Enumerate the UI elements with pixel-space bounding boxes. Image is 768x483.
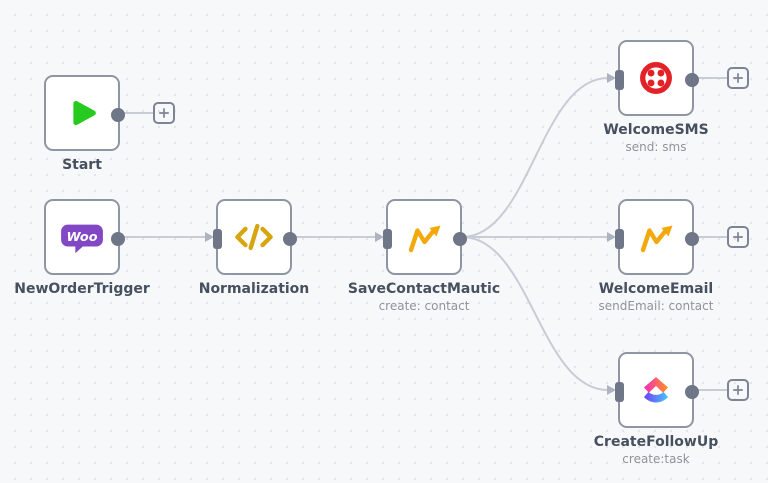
node-create-follow-up: CreateFollowUp create:task (594, 352, 749, 466)
plus-connector-line (120, 112, 153, 114)
node-box[interactable] (615, 199, 699, 275)
edge-arrowhead (607, 385, 616, 395)
add-node-button[interactable] (153, 102, 175, 124)
plus-icon (733, 232, 743, 242)
edge-arrowhead (375, 232, 384, 242)
node-normalization: Normalization (199, 199, 309, 297)
play-icon (63, 94, 101, 132)
woocommerce-icon: Woo (59, 218, 105, 256)
node-label: Start (62, 157, 102, 173)
input-port[interactable] (615, 70, 624, 90)
clickup-icon (643, 376, 669, 403)
twilio-icon (637, 59, 675, 97)
node-label: NewOrderTrigger (14, 281, 150, 297)
node-start: Start (44, 75, 175, 173)
node-box[interactable] (615, 40, 699, 116)
mautic-icon (636, 219, 676, 255)
edge-arrowhead (607, 232, 616, 242)
node-welcome-email: WelcomeEmail sendEmail: contact (599, 199, 749, 313)
output-port[interactable] (111, 232, 125, 246)
node-box[interactable] (615, 352, 699, 428)
input-port[interactable] (615, 382, 624, 402)
input-port[interactable] (615, 229, 624, 249)
plus-connector-line (694, 236, 727, 238)
output-port[interactable] (453, 232, 467, 246)
output-port[interactable] (685, 232, 699, 246)
add-node-button[interactable] (727, 379, 749, 401)
code-icon (232, 218, 276, 256)
plus-icon (733, 73, 743, 83)
output-port[interactable] (685, 73, 699, 87)
node-label: SaveContactMautic (347, 281, 501, 297)
edge-arrowhead (607, 73, 616, 83)
clickup-icon (638, 370, 674, 411)
plus-connector-line (694, 389, 727, 391)
input-port[interactable] (383, 229, 392, 249)
mautic-icon (640, 225, 673, 253)
woocommerce-icon: Woo (61, 224, 103, 254)
node-subtitle: send: sms (625, 140, 687, 154)
plus-icon (159, 108, 169, 118)
node-label: WelcomeSMS (603, 122, 709, 138)
output-port[interactable] (283, 232, 297, 246)
node-label: Normalization (198, 281, 310, 297)
add-node-button[interactable] (727, 67, 749, 89)
play-icon (73, 100, 96, 126)
node-box[interactable]: Woo (44, 199, 125, 275)
node-new-order-trigger: Woo NewOrderTrigger (14, 199, 150, 297)
edge-arrowhead (205, 232, 214, 242)
node-subtitle: sendEmail: contact (598, 299, 714, 313)
node-subtitle: create:task (622, 452, 690, 466)
mautic-icon (408, 225, 441, 253)
node-save-contact-mautic: SaveContactMautic create: contact (348, 199, 500, 313)
plus-connector-line (694, 77, 727, 79)
mautic-icon (404, 219, 444, 255)
node-label: CreateFollowUp (593, 434, 719, 450)
node-label: WelcomeEmail (598, 281, 714, 297)
node-box[interactable] (213, 199, 297, 275)
node-box[interactable] (44, 75, 125, 151)
input-port[interactable] (213, 229, 222, 249)
svg-text:Woo: Woo (66, 230, 97, 245)
add-node-button[interactable] (727, 226, 749, 248)
code-icon (235, 223, 273, 251)
edge-save-contact-mautic-to-welcome-sms (461, 77, 609, 238)
output-port[interactable] (685, 385, 699, 399)
twilio-icon (640, 62, 672, 94)
node-box[interactable] (383, 199, 467, 275)
output-port[interactable] (111, 108, 125, 122)
plus-icon (733, 385, 743, 395)
node-welcome-sms: WelcomeSMS send: sms (603, 40, 749, 154)
edge-save-contact-mautic-to-create-follow-up (461, 236, 609, 391)
node-subtitle: create: contact (378, 299, 470, 313)
